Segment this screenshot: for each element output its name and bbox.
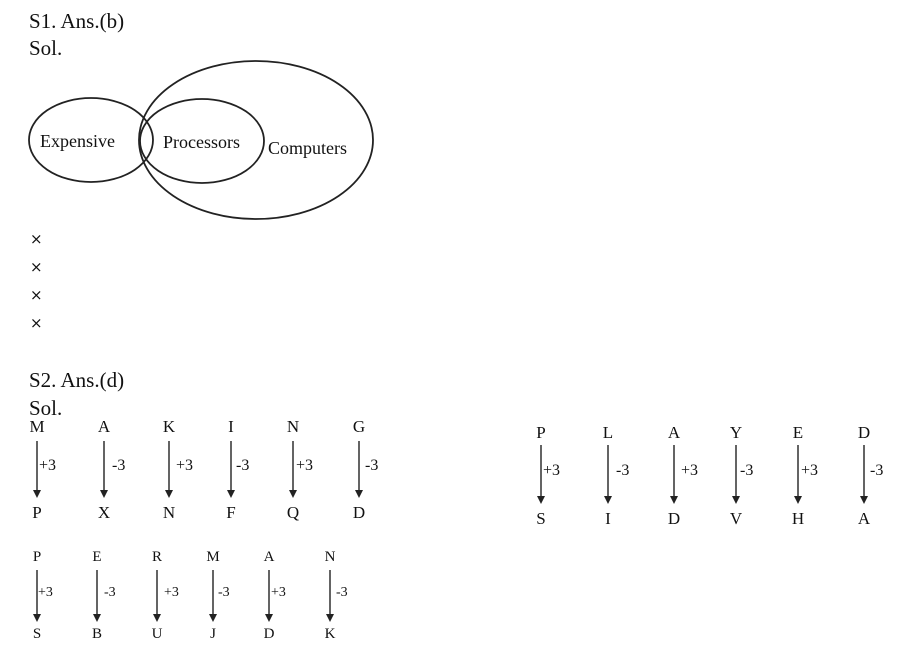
down-arrow-icon	[604, 445, 612, 504]
venn-label-expensive: Expensive	[40, 131, 115, 151]
down-arrow-icon	[209, 570, 217, 622]
down-arrow-icon	[794, 445, 802, 504]
source-letter: N	[324, 549, 336, 565]
source-letter: G	[352, 417, 366, 436]
result-letter: V	[729, 509, 743, 528]
result-letter: J	[210, 626, 216, 642]
shift-label: -3	[870, 462, 884, 479]
down-arrow-icon	[537, 445, 545, 504]
down-arrow-icon	[732, 445, 740, 504]
result-letter: I	[605, 509, 611, 528]
source-letter: M	[206, 549, 220, 565]
x-mark: ×	[30, 314, 43, 332]
source-letter: A	[263, 549, 275, 565]
source-letter: I	[228, 417, 234, 436]
venn-label-processors: Processors	[163, 132, 240, 152]
result-letter: B	[91, 626, 102, 642]
down-arrow-icon	[153, 570, 161, 622]
source-letter: A	[97, 417, 111, 436]
down-arrow-icon	[93, 570, 101, 622]
shift-label: +3	[164, 585, 179, 600]
result-letter: P	[32, 503, 42, 522]
source-letter: Y	[729, 423, 743, 442]
shift-label: -3	[740, 462, 754, 479]
s2-sol-label: Sol.	[29, 396, 63, 420]
shift-label: +3	[38, 585, 53, 600]
result-letter: D	[263, 626, 275, 642]
shift-label: -3	[218, 585, 230, 600]
shift-label: -3	[336, 585, 348, 600]
source-letter: L	[602, 423, 614, 442]
down-arrow-icon	[860, 445, 868, 504]
shift-label: -3	[104, 585, 116, 600]
shift-label: +3	[39, 457, 57, 474]
source-letter: E	[92, 549, 102, 565]
source-letter: N	[286, 417, 300, 436]
down-arrow-icon	[33, 570, 41, 622]
down-arrow-icon	[165, 441, 173, 498]
result-letter: N	[162, 503, 176, 522]
result-letter: S	[536, 509, 546, 528]
down-arrow-icon	[289, 441, 297, 498]
x-mark: ×	[30, 258, 43, 276]
source-letter: M	[29, 417, 45, 436]
result-letter: H	[791, 509, 805, 528]
result-letter: A	[857, 509, 871, 528]
result-letter: F	[226, 503, 236, 522]
result-letter: Q	[286, 503, 300, 522]
shift-label: +3	[271, 585, 286, 600]
s1-heading-text: S1. Ans.(b)	[29, 9, 125, 33]
shift-label: -3	[616, 462, 630, 479]
down-arrow-icon	[326, 570, 334, 622]
result-letter: K	[324, 626, 336, 642]
result-letter: U	[151, 626, 163, 642]
shift-label: -3	[112, 457, 126, 474]
result-letter: D	[352, 503, 366, 522]
source-letter: E	[792, 423, 804, 442]
down-arrow-icon	[33, 441, 41, 498]
source-letter: K	[162, 417, 176, 436]
computers-circle	[138, 60, 374, 220]
down-arrow-icon	[670, 445, 678, 504]
down-arrow-icon	[100, 441, 108, 498]
shift-label: +3	[543, 462, 561, 479]
s1-heading: S1. Ans.(b)	[29, 9, 124, 33]
shift-label: -3	[365, 457, 379, 474]
result-letter: S	[32, 626, 42, 642]
shift-label: +3	[176, 457, 194, 474]
s2-heading-text: S2. Ans.(d)	[29, 368, 125, 392]
processors-circle	[139, 98, 265, 184]
shift-label: -3	[236, 457, 250, 474]
x-mark: ×	[30, 230, 43, 248]
venn-label-computers: Computers	[268, 138, 347, 158]
x-mark: ×	[30, 286, 43, 304]
source-letter: A	[667, 423, 681, 442]
shift-label: +3	[296, 457, 314, 474]
source-letter: D	[857, 423, 871, 442]
source-letter: P	[32, 549, 42, 565]
s2-heading: S2. Ans.(d)	[29, 368, 124, 392]
source-letter: R	[151, 549, 162, 565]
result-letter: D	[667, 509, 681, 528]
result-letter: X	[97, 503, 111, 522]
shift-label: +3	[681, 462, 699, 479]
shift-label: +3	[801, 462, 819, 479]
s1-sol-label: Sol.	[29, 36, 63, 60]
source-letter: P	[536, 423, 546, 442]
expensive-circle	[28, 97, 154, 183]
down-arrow-icon	[227, 441, 235, 498]
down-arrow-icon	[355, 441, 363, 498]
down-arrow-icon	[265, 570, 273, 622]
